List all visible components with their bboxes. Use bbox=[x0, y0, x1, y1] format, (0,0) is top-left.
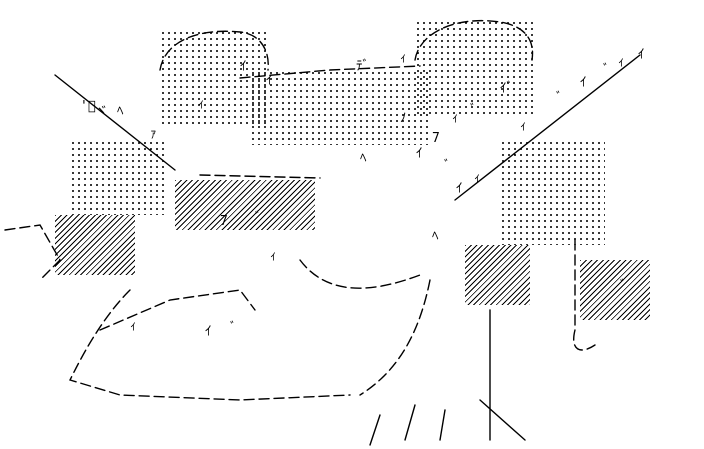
glyph-15: ｲﾞ bbox=[500, 81, 513, 96]
glyph-10: ﾍ bbox=[360, 151, 367, 166]
left-arm-outline bbox=[4, 224, 61, 281]
foot-1 bbox=[369, 414, 381, 446]
glyph-16: ﾞ bbox=[556, 91, 563, 106]
glyph-08: ﾃﾞ bbox=[356, 59, 369, 74]
glyph-04: ｧ bbox=[150, 127, 157, 142]
right-eye-tone bbox=[415, 20, 535, 115]
right-leg-hatch bbox=[465, 245, 530, 305]
glyph-19: ｨ bbox=[618, 55, 625, 70]
glyph-27: ｨ bbox=[130, 319, 137, 334]
glyph-18: ﾞ bbox=[603, 63, 610, 78]
head-line bbox=[239, 65, 421, 79]
right-shadow-line bbox=[454, 54, 641, 201]
glyph-01: ヾ bbox=[95, 104, 109, 119]
glyph-23: ﾞ bbox=[444, 159, 451, 174]
left-arm-tone bbox=[70, 140, 165, 215]
chest-outline bbox=[299, 259, 421, 289]
glyph-33: ﾞ bbox=[620, 279, 627, 294]
left-leg-outline bbox=[99, 289, 256, 331]
glyph-26: ｨ bbox=[270, 249, 277, 264]
glyph-30: ｨ bbox=[520, 119, 527, 134]
glyph-29: ｲ bbox=[205, 324, 212, 339]
glyph-17: ｲ bbox=[580, 75, 587, 90]
glyph-20: ｲ bbox=[638, 47, 645, 62]
right-arm-outline bbox=[573, 239, 596, 351]
mouth-line bbox=[199, 174, 321, 179]
glyph-21: ｨ bbox=[474, 171, 481, 186]
right-foot-stripe bbox=[479, 399, 526, 441]
glyph-32: ﾍ bbox=[432, 229, 439, 244]
glyph-28: ﾞ bbox=[230, 321, 237, 336]
glyph-03: 'ﾞ bbox=[80, 99, 96, 114]
right-leg-outline bbox=[359, 279, 431, 396]
glyph-07: ｲ bbox=[266, 73, 273, 88]
foot-3 bbox=[439, 409, 446, 441]
right-eye-outline bbox=[414, 19, 534, 61]
left-hand-hatch bbox=[55, 215, 135, 275]
left-eye-outline bbox=[159, 30, 269, 71]
glyph-24: 7 bbox=[220, 214, 228, 229]
left-shadow-line bbox=[54, 74, 176, 171]
right-hand-hatch bbox=[580, 260, 650, 320]
body-outline bbox=[69, 289, 351, 401]
glyph-02: ﾍ bbox=[117, 104, 124, 119]
glyph-06: ｲ bbox=[240, 59, 247, 74]
glyph-22: ｲ bbox=[456, 181, 463, 196]
head-tone bbox=[250, 70, 430, 145]
glyph-31: ﾉ bbox=[400, 111, 407, 126]
glyph-14: ﾞ bbox=[470, 103, 477, 118]
glyph-11: ｲ bbox=[416, 146, 423, 161]
right-arm-tone bbox=[500, 140, 605, 245]
foot-2 bbox=[404, 404, 416, 441]
glyph-05: ｨ bbox=[198, 97, 205, 112]
glyph-25: ﾞ bbox=[255, 211, 262, 226]
glyph-13: ｨ bbox=[452, 111, 459, 126]
glyph-12: 7 bbox=[432, 131, 440, 146]
center-hatch bbox=[175, 180, 315, 230]
glyph-09: ｨ bbox=[400, 51, 407, 66]
